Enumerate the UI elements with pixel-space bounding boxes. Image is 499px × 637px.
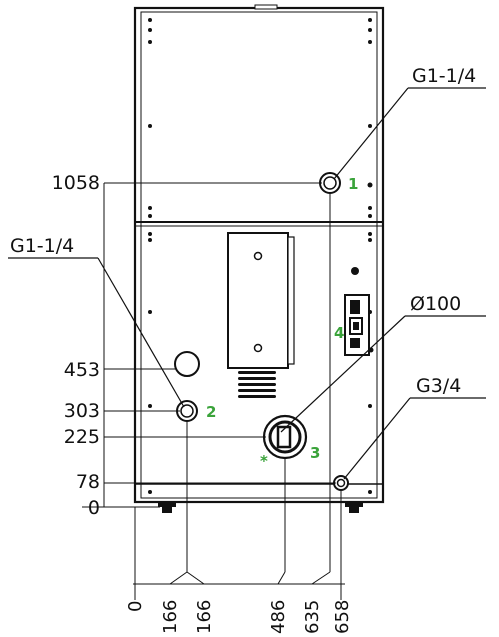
vdim-303: 303 <box>64 400 100 422</box>
connection-number-2: 2 <box>206 403 216 421</box>
horizontal-dimension-lines <box>133 193 345 600</box>
connection-number-4: 4 <box>334 324 344 342</box>
vdim-78: 78 <box>76 471 100 493</box>
control-panel <box>344 267 370 356</box>
port-g34 <box>333 475 349 491</box>
vertical-dimension-lines <box>82 182 336 508</box>
cabinet-outline <box>133 4 385 513</box>
hdim-166-b: 166 <box>194 600 215 634</box>
flue-housing <box>227 232 295 369</box>
hdim-658: 658 <box>332 600 353 634</box>
hdim-635: 635 <box>302 600 323 634</box>
vdim-1058: 1058 <box>52 172 100 194</box>
hdim-0: 0 <box>125 601 146 612</box>
diameter-label: Ø100 <box>410 293 461 315</box>
leader-lines <box>8 87 486 480</box>
thread-label-bottom-right: G3/4 <box>416 375 461 397</box>
connection-asterisk: * <box>260 452 268 470</box>
port-2 <box>176 400 198 422</box>
thread-label-top-right: G1-1/4 <box>412 65 476 87</box>
vdim-0: 0 <box>88 497 100 519</box>
cooling-fins <box>238 371 276 398</box>
hdim-486: 486 <box>268 600 289 634</box>
vdim-225: 225 <box>64 426 100 448</box>
port-3-flue <box>262 414 308 460</box>
thread-label-left: G1-1/4 <box>10 235 74 257</box>
connection-number-1: 1 <box>348 175 358 193</box>
port-453 <box>174 351 200 377</box>
connection-number-3: 3 <box>310 444 320 462</box>
hdim-166-a: 166 <box>160 600 181 634</box>
vdim-453: 453 <box>64 359 100 381</box>
